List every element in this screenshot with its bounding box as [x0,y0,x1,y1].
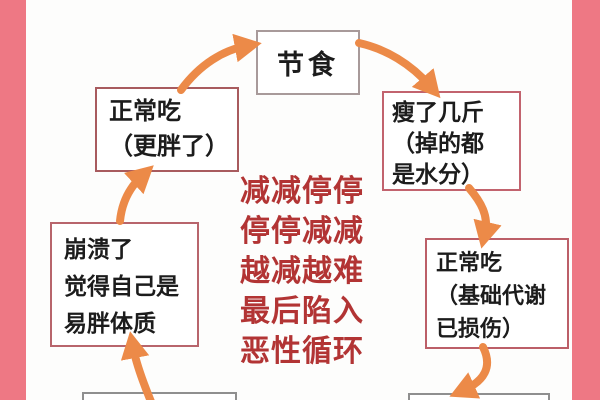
node-diet: 节食 [256,30,360,95]
caption-line: 减减停停 [240,175,364,208]
node-label: （掉的都 [392,130,484,156]
caption-line: 停停减减 [240,215,364,248]
right-accent-bar [572,0,600,400]
arrow-fatter-to-diet [177,33,262,94]
node-label: 节食 [277,50,339,80]
node-label: 正常吃 [109,98,181,125]
caption-line: 越减越难 [240,255,364,288]
node-bottom-right-partial [408,393,550,400]
arrow-breakdown-to-fatter [116,165,154,225]
node-label: 已损伤） [436,316,525,341]
node-label: 瘦了几斤 [392,99,484,125]
node-label: 易胖体质 [64,310,156,336]
node-label: 觉得自己是 [64,273,179,299]
node-eat-normal-metabolism-damaged: 正常吃 （基础代谢 已损伤） [425,238,569,349]
node-bottom-left-partial [82,392,237,400]
left-accent-bar [0,0,26,400]
node-eat-normal-fatter: 正常吃 （更胖了） [95,87,239,172]
node-label: 正常吃 [436,250,503,275]
center-caption: 减减停停 停停减减 越减越难 最后陷入 恶性循环 [240,172,364,372]
node-label: 崩溃了 [64,236,133,262]
node-label: （基础代谢 [436,283,547,308]
caption-line: 最后陷入 [240,295,364,328]
node-lost-few-pounds: 瘦了几斤 （掉的都 是水分） [382,91,521,191]
node-label: （更胖了） [109,133,229,160]
arrow-damaged-to-bottom-right [449,343,492,399]
arrow-diet-to-lost [355,39,441,99]
caption-line: 恶性循环 [240,335,364,368]
node-breakdown: 崩溃了 觉得自己是 易胖体质 [50,222,199,347]
node-label: 是水分） [392,161,484,187]
arrow-lost-to-damaged [465,184,502,249]
